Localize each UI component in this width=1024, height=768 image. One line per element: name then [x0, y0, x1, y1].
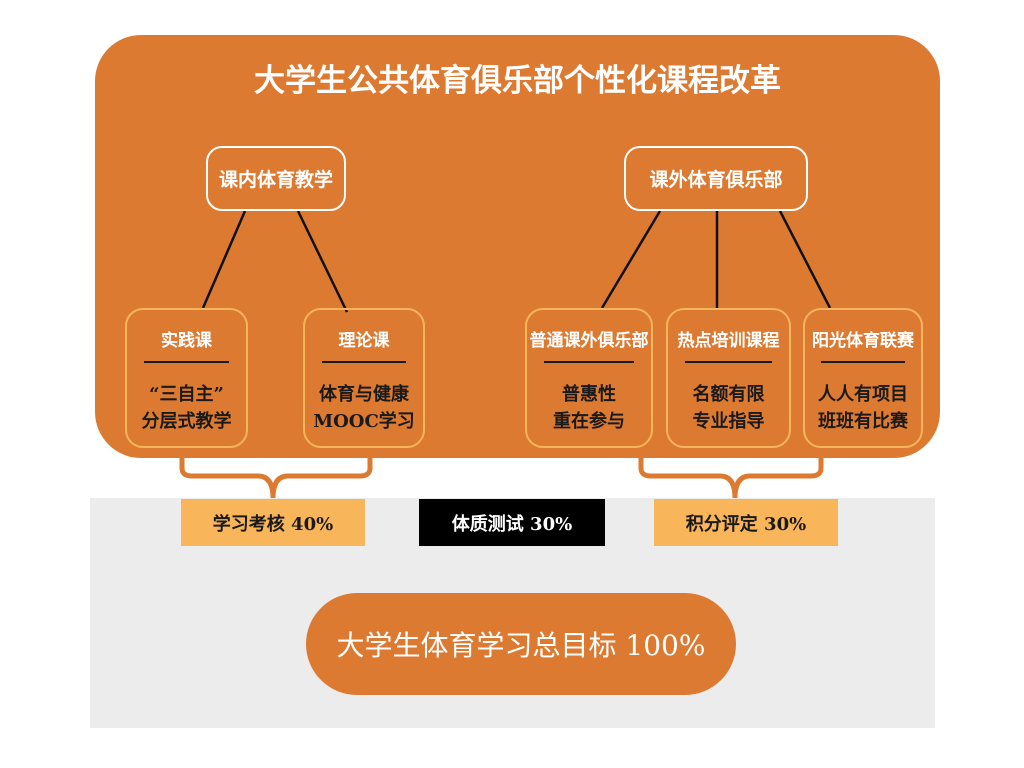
connector-line	[296, 210, 349, 313]
divider	[321, 361, 407, 363]
connector-line	[201, 210, 247, 309]
connector-line	[778, 210, 832, 309]
sub-line: 体育与健康	[319, 384, 409, 405]
bracket-left	[179, 458, 373, 499]
divider	[821, 361, 905, 363]
badge-points: 积分评定 30%	[654, 499, 838, 546]
sub-box-general-club: 普通课外俱乐部 普惠性 重在参与	[525, 308, 653, 448]
sub-line: 重在参与	[553, 411, 625, 432]
sub-heading: 理论课	[338, 331, 390, 351]
sub-heading: 普通课外俱乐部	[529, 331, 649, 351]
sub-box-practice: 实践课 “三自主” 分层式教学	[125, 308, 248, 448]
sub-heading: 阳光体育联赛	[812, 331, 914, 351]
sub-line: 名额有限	[692, 384, 765, 405]
sub-heading: 热点培训课程	[677, 331, 780, 351]
sub-line: 专业指导	[692, 411, 765, 432]
divider	[684, 361, 773, 363]
goal-pill: 大学生体育学习总目标 100%	[306, 593, 736, 695]
sub-line: 分层式教学	[141, 411, 232, 432]
sub-box-theory: 理论课 体育与健康 MOOC学习	[303, 308, 425, 448]
badge-fitness-test: 体质测试 30%	[419, 499, 605, 546]
connector-line	[600, 210, 662, 309]
diagram-title: 大学生公共体育俱乐部个性化课程改革	[254, 63, 781, 99]
sub-line: MOOC学习	[313, 411, 415, 432]
sub-heading: 实践课	[161, 331, 212, 351]
sub-box-training: 热点培训课程 名额有限 专业指导	[666, 308, 791, 448]
divider	[544, 361, 634, 363]
badge-study-assessment: 学习考核 40%	[181, 499, 365, 546]
sub-line: 班班有比赛	[818, 411, 908, 432]
bracket-right	[638, 458, 824, 499]
sub-box-league: 阳光体育联赛 人人有项目 班班有比赛	[803, 308, 923, 448]
sub-line: “三自主”	[149, 384, 224, 405]
parent-box-in-class: 课内体育教学	[206, 146, 346, 211]
divider	[143, 361, 230, 363]
sub-line: 人人有项目	[818, 384, 908, 405]
parent-box-club: 课外体育俱乐部	[624, 146, 808, 211]
sub-line: 普惠性	[562, 384, 616, 405]
